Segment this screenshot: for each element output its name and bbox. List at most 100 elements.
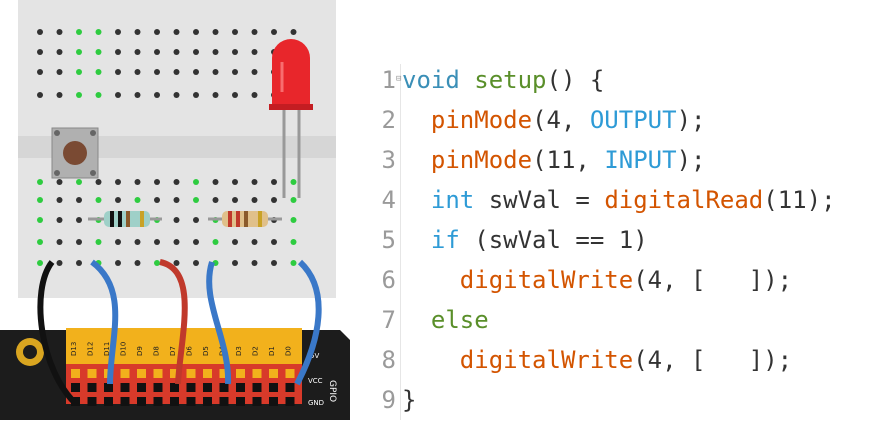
breadboard-hole xyxy=(290,217,297,223)
breadboard-hole xyxy=(115,69,121,75)
breadboard-hole xyxy=(271,179,277,185)
breadboard-hole xyxy=(290,179,297,185)
breadboard-hole xyxy=(37,239,43,245)
gpio-pin xyxy=(137,383,146,392)
gpio-pin xyxy=(153,383,163,392)
breadboard-hole xyxy=(173,217,180,223)
wire-blue-d4[interactable] xyxy=(206,261,232,385)
wire-black[interactable] xyxy=(37,260,79,407)
breadboard-hole xyxy=(232,49,238,55)
code-text: if (swVal == 1) xyxy=(402,220,648,260)
breadboard-hole xyxy=(232,69,238,75)
line-number: 9 xyxy=(381,386,396,414)
gpio-pin xyxy=(186,383,196,392)
breadboard-hole xyxy=(37,29,43,35)
code-text: void setup() { xyxy=(402,60,604,100)
breadboard-hole xyxy=(290,239,297,245)
breadboard-hole xyxy=(37,69,43,75)
code-line[interactable]: 3 pinMode(11, INPUT); xyxy=(368,140,868,180)
gpio-pin xyxy=(285,397,295,406)
gpio-pin xyxy=(219,369,229,378)
side-label-vcc: VCC xyxy=(308,377,323,385)
code-line[interactable]: 4 int swVal = digitalRead(11); xyxy=(368,180,868,220)
code-line[interactable]: 6 digitalWrite(4, [ ]); xyxy=(368,260,868,300)
breadboard-hole xyxy=(37,260,43,266)
breadboard-hole xyxy=(76,179,82,185)
pin-label: D6 xyxy=(186,346,194,356)
breadboard-hole xyxy=(193,69,199,75)
code-token: else xyxy=(430,306,489,334)
code-token xyxy=(402,266,460,294)
code-token: swVal = xyxy=(474,186,605,214)
gpio-pin xyxy=(285,383,295,392)
breadboard-hole xyxy=(134,179,141,185)
breadboard-hole xyxy=(37,217,43,223)
wire-red[interactable] xyxy=(159,259,188,385)
breadboard-hole xyxy=(232,260,238,266)
code-token: if xyxy=(430,226,460,254)
line-number: 5 xyxy=(381,226,396,254)
breadboard-hole xyxy=(76,217,82,223)
code-token: (4, [ ]); xyxy=(633,266,793,294)
code-line[interactable]: 2 pinMode(4, OUTPUT); xyxy=(368,100,868,140)
code-editor[interactable]: 1⊟void setup() {2 pinMode(4, OUTPUT);3 p… xyxy=(368,60,868,420)
code-line[interactable]: 8 digitalWrite(4, [ ]); xyxy=(368,340,868,380)
breadboard-hole xyxy=(154,179,160,185)
breadboard-hole xyxy=(212,179,219,185)
breadboard-hole xyxy=(271,260,277,266)
led-icon xyxy=(269,39,313,198)
breadboard-hole xyxy=(76,69,82,75)
breadboard-hole xyxy=(115,239,121,245)
gpio-pin xyxy=(219,397,229,406)
wire-blue-d11[interactable] xyxy=(90,259,119,385)
breadboard-hole xyxy=(251,239,258,245)
code-token: OUTPUT xyxy=(589,106,677,134)
gpio-pin xyxy=(87,383,97,392)
code-line[interactable]: 9} xyxy=(368,380,868,420)
code-token: pinMode xyxy=(430,106,533,134)
gpio-pin xyxy=(120,383,130,392)
code-text: int swVal = digitalRead(11); xyxy=(402,180,836,220)
pin-label: D9 xyxy=(136,346,144,356)
gpio-pin xyxy=(87,369,97,378)
pin-label: D10 xyxy=(120,342,128,356)
breadboard-hole xyxy=(95,197,102,203)
gpio-pin xyxy=(236,397,245,406)
pin-label: D8 xyxy=(153,346,161,356)
line-number: 8 xyxy=(381,346,396,374)
breadboard-hole xyxy=(56,69,63,75)
breadboard-hole xyxy=(212,29,219,35)
breadboard-hole xyxy=(154,29,160,35)
code-line[interactable]: 7 else xyxy=(368,300,868,340)
breadboard-hole xyxy=(173,92,180,98)
pin-label: D1 xyxy=(268,346,276,356)
breadboard-hole xyxy=(37,49,43,55)
gpio-pin xyxy=(137,397,146,406)
push-button-icon[interactable] xyxy=(51,127,99,179)
code-line[interactable]: 1⊟void setup() { xyxy=(368,60,868,100)
code-token xyxy=(402,106,431,134)
breadboard-hole xyxy=(56,197,63,203)
breadboard-hole xyxy=(76,197,82,203)
code-text: else xyxy=(402,300,489,340)
breadboard-hole xyxy=(212,239,219,245)
code-token: (swVal == 1) xyxy=(459,226,648,254)
breadboard-hole xyxy=(95,239,102,245)
gpio-pin xyxy=(203,383,212,392)
pin-label: D3 xyxy=(235,346,243,356)
gpio-pin xyxy=(219,383,229,392)
code-line[interactable]: 5 if (swVal == 1) xyxy=(368,220,868,260)
fold-icon[interactable]: ⊟ xyxy=(396,74,402,84)
breadboard-hole xyxy=(134,197,141,203)
gpio-pin xyxy=(71,383,80,392)
gpio-pin xyxy=(236,369,245,378)
breadboard-hole xyxy=(232,197,238,203)
breadboard-hole xyxy=(95,92,102,98)
code-token xyxy=(402,146,431,174)
breadboard-hole xyxy=(173,29,180,35)
gpio-pin xyxy=(71,369,80,378)
side-label-5v: 5V xyxy=(310,352,319,360)
breadboard-hole xyxy=(56,49,63,55)
wire-blue-vcc[interactable] xyxy=(294,259,322,386)
